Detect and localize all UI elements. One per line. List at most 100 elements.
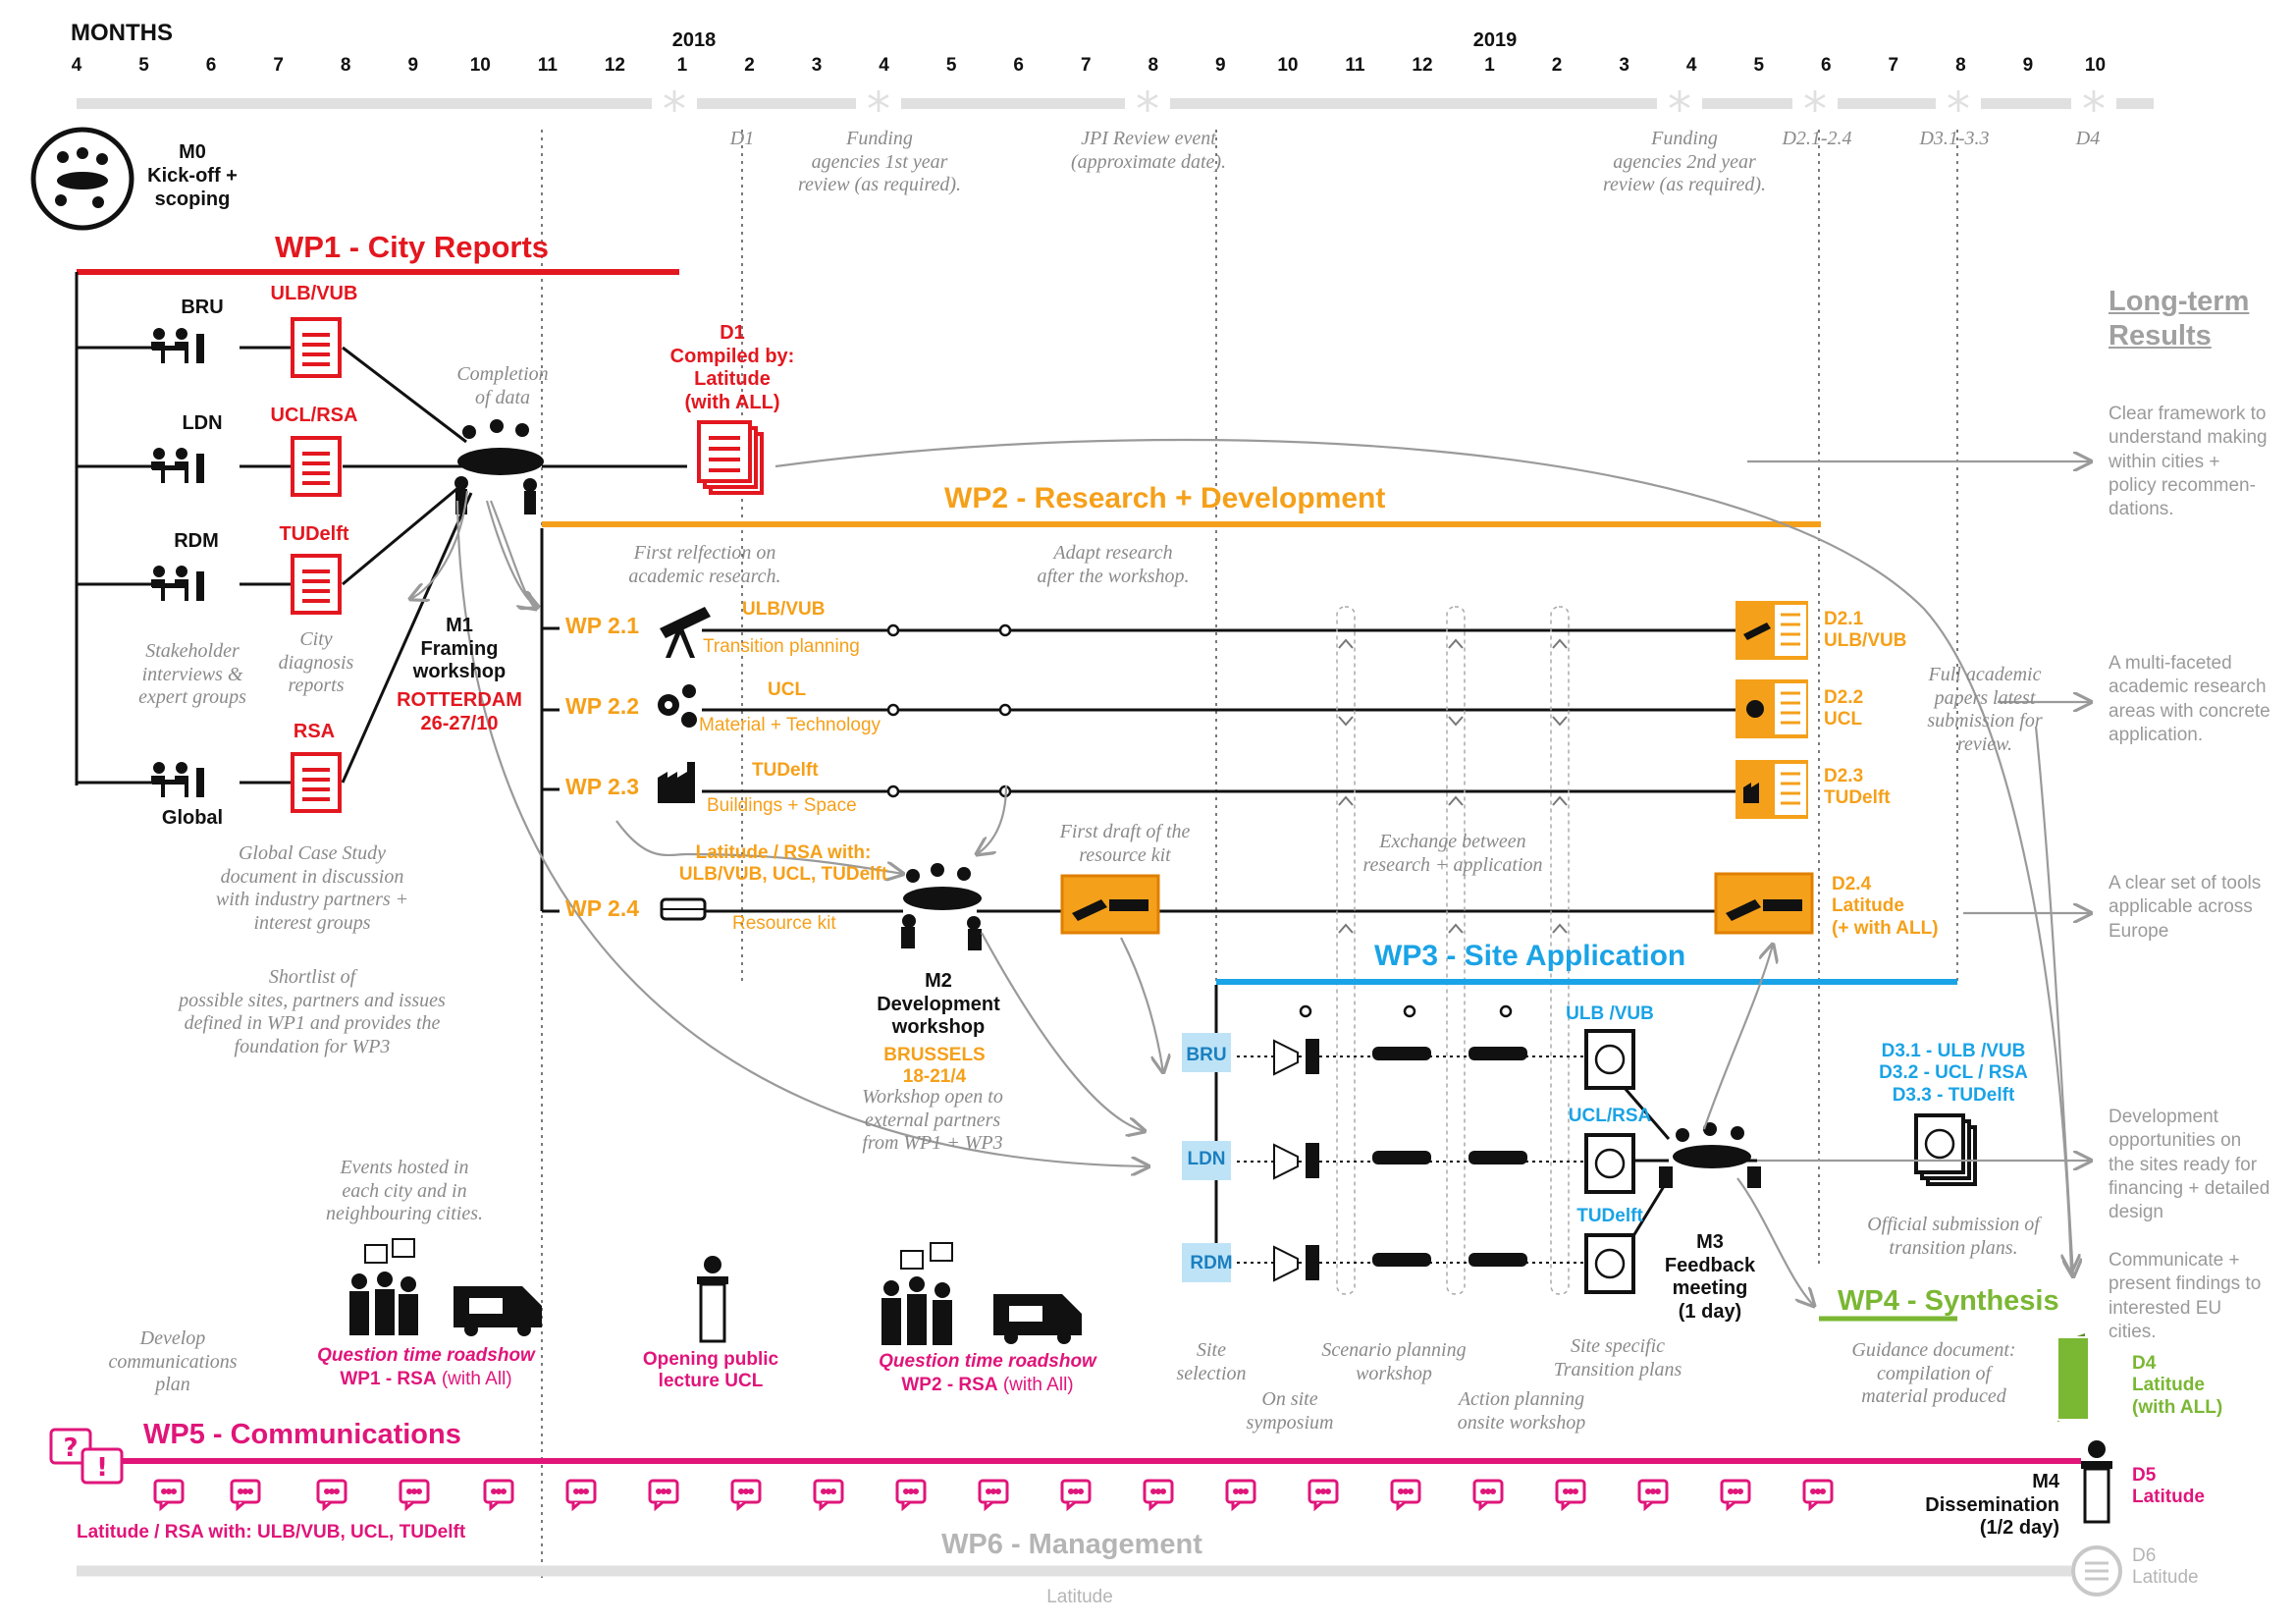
month-tick: 1 xyxy=(676,55,688,76)
wp3-site-ldn: LDN xyxy=(1187,1149,1226,1169)
wp24-code: WP 2.4 xyxy=(565,895,639,921)
month-tick: 9 xyxy=(1215,55,1226,76)
wp3-on-site: On site symposium xyxy=(1246,1388,1334,1434)
full-papers-note: Full academic papers latest submission f… xyxy=(1927,664,2043,755)
svg-text:*: * xyxy=(1136,82,1159,137)
month-tick: 11 xyxy=(537,55,558,76)
wp2-nodes xyxy=(886,623,1012,798)
svg-text:*: * xyxy=(663,82,686,137)
question-bubble-icons xyxy=(49,1428,124,1485)
lecture-podium-icon xyxy=(697,1256,728,1343)
month-tick: 6 xyxy=(1013,55,1024,76)
m4-podium-icon xyxy=(2081,1440,2112,1524)
factory-icon xyxy=(658,762,695,803)
wp5-title: WP5 - Communications xyxy=(143,1419,461,1450)
wp1-city-ldn: LDN xyxy=(182,412,223,434)
results-title: Long-term Results xyxy=(2109,286,2250,352)
month-tick: 5 xyxy=(945,55,957,76)
wp2-first-draft-note: First draft of the resource kit xyxy=(1059,821,1191,866)
month-tick: 7 xyxy=(273,55,284,76)
month-tick: 10 xyxy=(2084,55,2107,76)
d3-labels: D3.1 - ULB /VUB D3.2 - UCL / RSA D3.3 - … xyxy=(1879,1041,2028,1106)
wp21-code: WP 2.1 xyxy=(565,613,639,638)
result-5: Communicate + present findings to intere… xyxy=(2109,1250,2262,1342)
wp6-title: WP6 - Management xyxy=(941,1529,1202,1560)
site-house-icons xyxy=(1182,1033,1231,1282)
d22-label: D2.2 UCL xyxy=(1824,687,1864,731)
wp3-official-note: Official submission of transition plans. xyxy=(1867,1214,2040,1259)
month-tick: 12 xyxy=(604,55,625,76)
comms-speech-icons xyxy=(153,1479,1834,1512)
resource-kit-icon xyxy=(660,897,707,921)
wp1-city-reports-note: City diagnosis reports xyxy=(278,628,354,697)
wp3-partner-ulbvub: ULB /VUB xyxy=(1566,1003,1654,1024)
wp1-city-global: Global xyxy=(161,807,224,829)
year-2019: 2019 xyxy=(1472,29,1518,51)
timeline-stars: *** **** xyxy=(663,82,2106,137)
wp1-city-rdm: RDM xyxy=(174,530,219,552)
exchange-arrows xyxy=(1338,638,1568,934)
m2-workshop-icon xyxy=(901,863,982,950)
m2-place: BRUSSELS 18-21/4 xyxy=(883,1045,986,1088)
result-3: A clear set of tools applicable across E… xyxy=(2109,873,2262,942)
svg-text:*: * xyxy=(1803,82,1827,137)
svg-text:?: ? xyxy=(63,1434,78,1463)
wp2-deliverable-icons xyxy=(1735,601,1808,819)
wp1-city-icons xyxy=(151,328,204,797)
wp3-partner-uclrsa: UCL/RSA xyxy=(1568,1106,1652,1126)
month-tick: 4 xyxy=(1685,55,1697,76)
m4-text: M4 Dissemination (1/2 day) xyxy=(1925,1471,2059,1540)
roadshow-2-icon xyxy=(881,1242,1082,1345)
milestone-jpi: JPI Review event (approximate date). xyxy=(1070,128,1227,173)
wp2-tree xyxy=(540,528,1742,913)
milestone-guides xyxy=(541,130,1958,1581)
svg-text:*: * xyxy=(2082,82,2106,137)
month-tick: 5 xyxy=(138,55,149,76)
m0-label: Kick-off + scoping xyxy=(147,165,238,210)
m0-code: M0 xyxy=(179,141,206,163)
month-tick: 4 xyxy=(71,55,82,76)
d4-label: D4 Latitude (with ALL) xyxy=(2132,1353,2223,1418)
wp1-shortlist-note: Shortlist of possible sites, partners an… xyxy=(179,966,446,1057)
wp2-adapt-note: Adapt research after the workshop. xyxy=(1037,542,1190,587)
wp1-partner-uclrsa: UCL/RSA xyxy=(270,405,358,426)
roadshow-1-sub: WP1 - RSA xyxy=(340,1369,437,1389)
wp3-action: Action planning onsite workshop xyxy=(1457,1388,1586,1434)
svg-text:!: ! xyxy=(96,1453,108,1483)
roadshow-2-title: Question time roadshow xyxy=(879,1351,1096,1372)
milestone-funding-1: Funding agencies 1st year review (as req… xyxy=(797,128,962,196)
month-tick: 2 xyxy=(744,55,755,76)
timeline-label: MONTHS xyxy=(71,20,173,46)
wp2-exchange-note: Exchange between research + application xyxy=(1362,831,1543,876)
wp1-title: WP1 - City Reports xyxy=(275,230,550,264)
wp21-topic: Transition planning xyxy=(703,636,860,657)
wp4-title: WP4 - Synthesis xyxy=(1838,1285,2059,1317)
wp3-title: WP3 - Site Application xyxy=(1374,940,1686,972)
wp3-scenario: Scenario planning workshop xyxy=(1321,1339,1467,1384)
wp1-partner-ulbvub: ULB/VUB xyxy=(270,283,358,304)
wp4-guidance: Guidance document: compilation of materi… xyxy=(1851,1339,2016,1408)
flow-arrows xyxy=(410,438,2091,1306)
roadshow-1-title: Question time roadshow xyxy=(317,1345,535,1366)
timeline-bar xyxy=(77,98,2154,109)
m2-text: M2 Development workshop xyxy=(877,970,1000,1039)
month-tick: 3 xyxy=(811,55,823,76)
month-tick: 12 xyxy=(1412,55,1433,76)
roadshow-1-with: (with All) xyxy=(441,1369,512,1389)
resource-kit-orange-icons xyxy=(1060,872,1814,935)
month-tick: 9 xyxy=(407,55,419,76)
wp24-partner: Latitude / RSA with: ULB/VUB, UCL, TUDel… xyxy=(678,842,888,886)
year-2018: 2018 xyxy=(671,29,717,51)
month-tick: 7 xyxy=(1080,55,1092,76)
month-tick: 1 xyxy=(1484,55,1495,76)
wp3-site-selection: Site selection xyxy=(1176,1339,1247,1384)
wp1-stakeholder-note: Stakeholder interviews & expert groups xyxy=(138,640,246,709)
month-tick: 8 xyxy=(340,55,351,76)
d6-label: D6 Latitude xyxy=(2132,1545,2199,1589)
d5-label: D5 Latitude xyxy=(2132,1465,2205,1508)
exchange-columns xyxy=(1336,606,1570,1295)
wp1-partner-rsa: RSA xyxy=(293,721,336,742)
month-tick: 2 xyxy=(1551,55,1563,76)
wp1-city-bru: BRU xyxy=(181,297,224,318)
